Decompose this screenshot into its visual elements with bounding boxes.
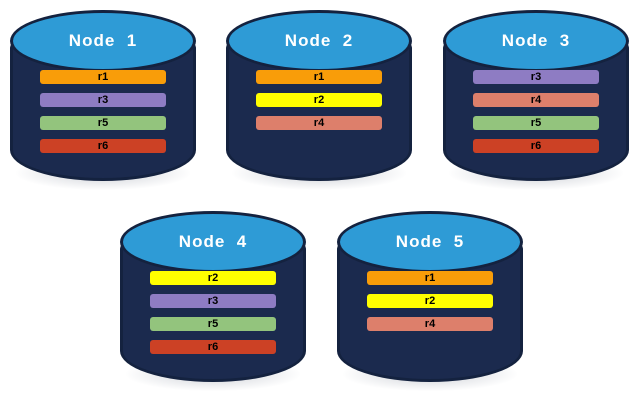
database-node-1[interactable]: Node 1 r1 r3 r5 r6 [10,6,196,194]
replica-bar-r2[interactable]: r2 [367,294,493,308]
replica-list: r1 r2 r4 [367,271,493,331]
node-title: Node 5 [395,232,465,251]
replica-bar-r2[interactable]: r2 [256,93,382,107]
replica-bar-r6[interactable]: r6 [150,340,276,354]
node-cylinder-top [120,211,306,273]
node-title: Node 2 [284,31,354,50]
database-node-2[interactable]: Node 2 r1 r2 r4 [226,6,412,194]
node-title: Node 3 [501,31,571,50]
replica-list: r3 r4 r5 r6 [473,70,599,153]
replica-bar-r3[interactable]: r3 [150,294,276,308]
replica-bar-r3[interactable]: r3 [473,70,599,84]
replica-list: r1 r2 r4 [256,70,382,130]
database-node-3[interactable]: Node 3 r3 r4 r5 r6 [443,6,629,194]
database-node-5[interactable]: Node 5 r1 r2 r4 [337,207,523,395]
replica-bar-r4[interactable]: r4 [256,116,382,130]
node-cylinder-top [337,211,523,273]
replica-bar-r4[interactable]: r4 [473,93,599,107]
replica-bar-r1[interactable]: r1 [40,70,166,84]
replica-bar-r5[interactable]: r5 [150,317,276,331]
replica-bar-r1[interactable]: r1 [256,70,382,84]
replica-bar-r6[interactable]: r6 [40,139,166,153]
replica-bar-r5[interactable]: r5 [40,116,166,130]
replica-bar-r1[interactable]: r1 [367,271,493,285]
replica-bar-r2[interactable]: r2 [150,271,276,285]
replica-list: r2 r3 r5 r6 [150,271,276,354]
replica-bar-r5[interactable]: r5 [473,116,599,130]
node-title: Node 4 [178,232,248,251]
replica-bar-r6[interactable]: r6 [473,139,599,153]
replica-bar-r3[interactable]: r3 [40,93,166,107]
database-node-4[interactable]: Node 4 r2 r3 r5 r6 [120,207,306,395]
replica-bar-r4[interactable]: r4 [367,317,493,331]
replica-list: r1 r3 r5 r6 [40,70,166,153]
node-title: Node 1 [68,31,138,50]
